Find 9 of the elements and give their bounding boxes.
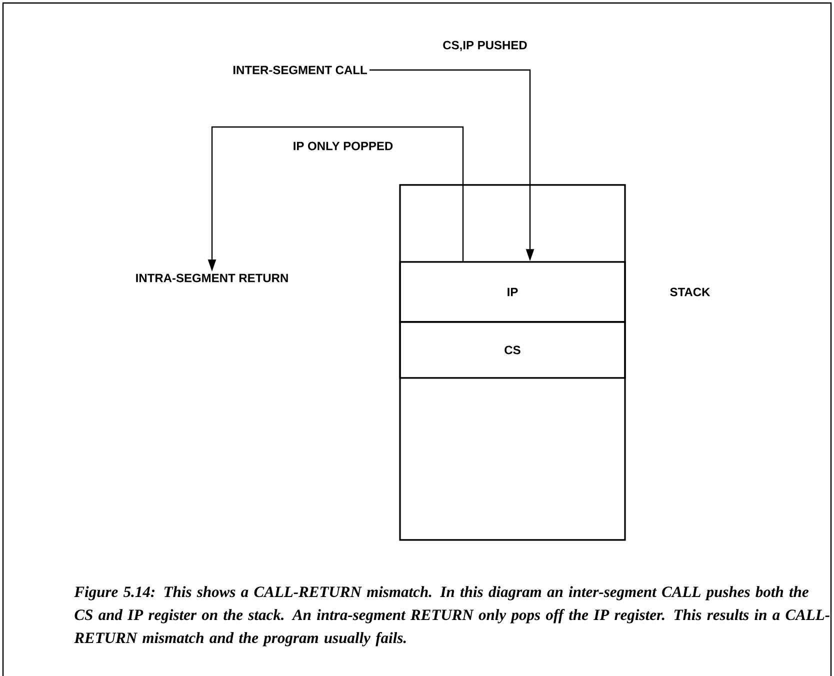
label-text: INTER-SEGMENT CALL	[233, 66, 367, 74]
label-text: INTRA-SEGMENT RETURN	[136, 274, 288, 282]
caption: Figure 5.14: This shows a CALL-RETURN mismatch. In this diagram an inter-segment CALL pushes both the CS and IP register on the stack. An intra-segment RETURN only pops off the IP register. This results in a CALL-RETURN mismatch and the program usually fails.	[74, 586, 830, 646]
edge-label: IP ONLY POPPED	[292, 140, 394, 152]
stack-cell: IP	[399, 261, 626, 323]
stack-label: STACK	[670, 288, 710, 296]
edge-label: CS,IP PUSHED	[442, 40, 528, 52]
stack-cell: CS	[399, 321, 626, 379]
stack-box	[399, 184, 626, 541]
